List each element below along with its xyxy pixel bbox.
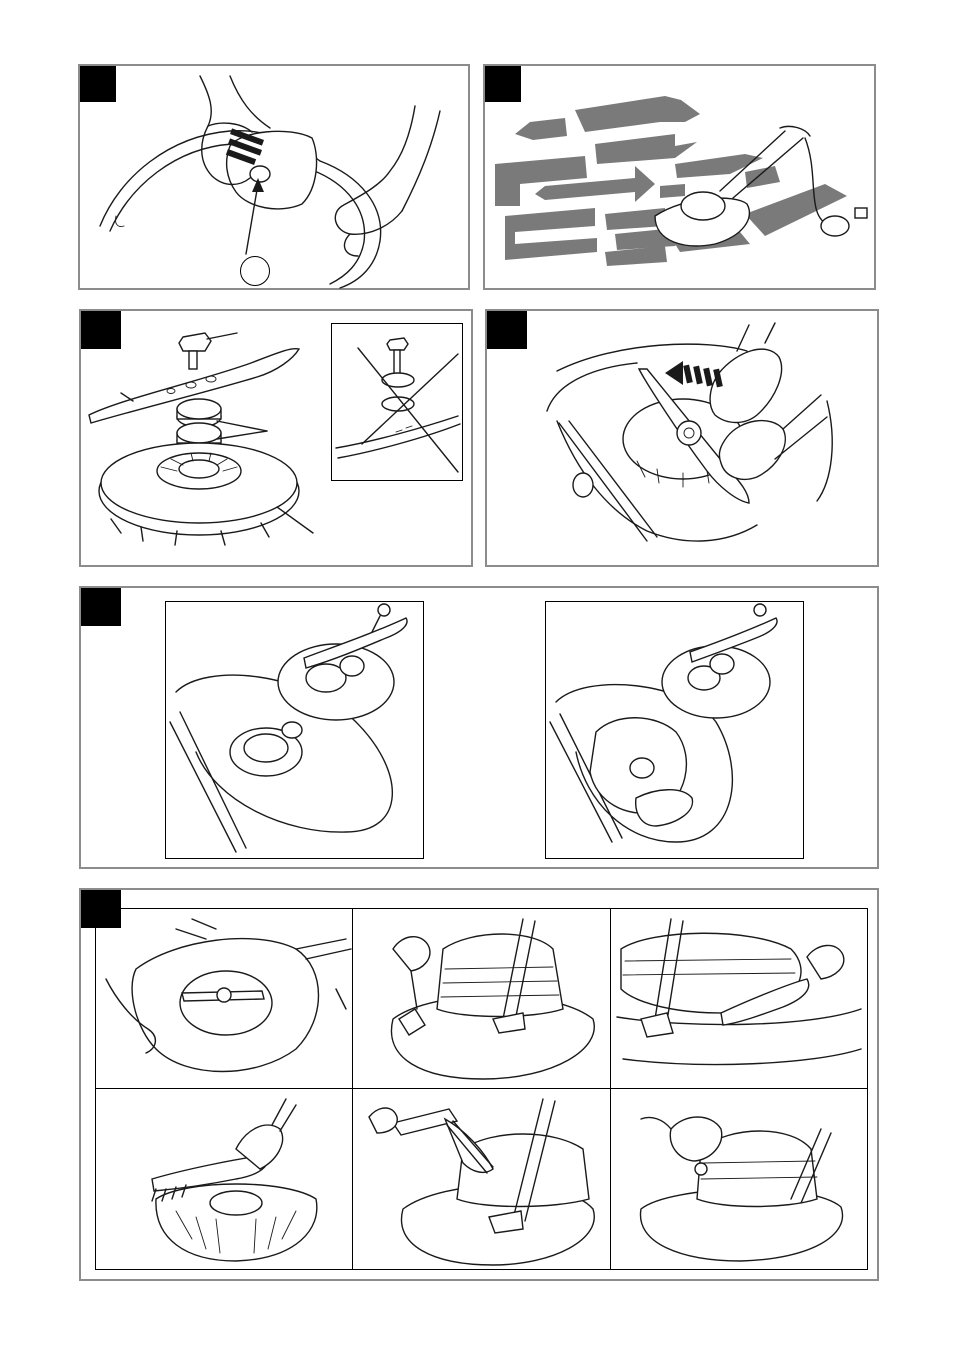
figure-5-tag bbox=[81, 588, 121, 626]
figure-6-cell-1 bbox=[96, 909, 353, 1089]
figure-6-cell-5 bbox=[353, 1089, 611, 1270]
figure-6-grid bbox=[95, 908, 868, 1270]
figure-5-right-view bbox=[545, 601, 804, 859]
figure-6-panel bbox=[79, 888, 879, 1281]
figure-6-cell-6 bbox=[611, 1089, 868, 1270]
figure-3-incorrect-illustration bbox=[332, 324, 464, 482]
figure-4-illustration bbox=[487, 311, 881, 569]
figure-3-incorrect-inset bbox=[331, 323, 463, 481]
figure-1-callout-circle-icon bbox=[240, 256, 270, 286]
figure-1-panel bbox=[78, 64, 470, 290]
figure-6-cell-3 bbox=[611, 909, 868, 1089]
figure-4-panel bbox=[485, 309, 879, 567]
cross-out-icon bbox=[358, 348, 458, 472]
figure-2-panel bbox=[483, 64, 876, 290]
figure-5-left-illustration bbox=[166, 602, 425, 860]
figure-1-illustration bbox=[80, 66, 472, 292]
figure-5-right-illustration bbox=[546, 602, 805, 860]
figure-3-panel bbox=[79, 309, 473, 567]
figure-2-illustration bbox=[485, 66, 878, 292]
figure-6-cell-4 bbox=[96, 1089, 353, 1270]
figure-5-left-view bbox=[165, 601, 424, 859]
figure-6-cell-2 bbox=[353, 909, 611, 1089]
figure-5-panel bbox=[79, 586, 879, 869]
